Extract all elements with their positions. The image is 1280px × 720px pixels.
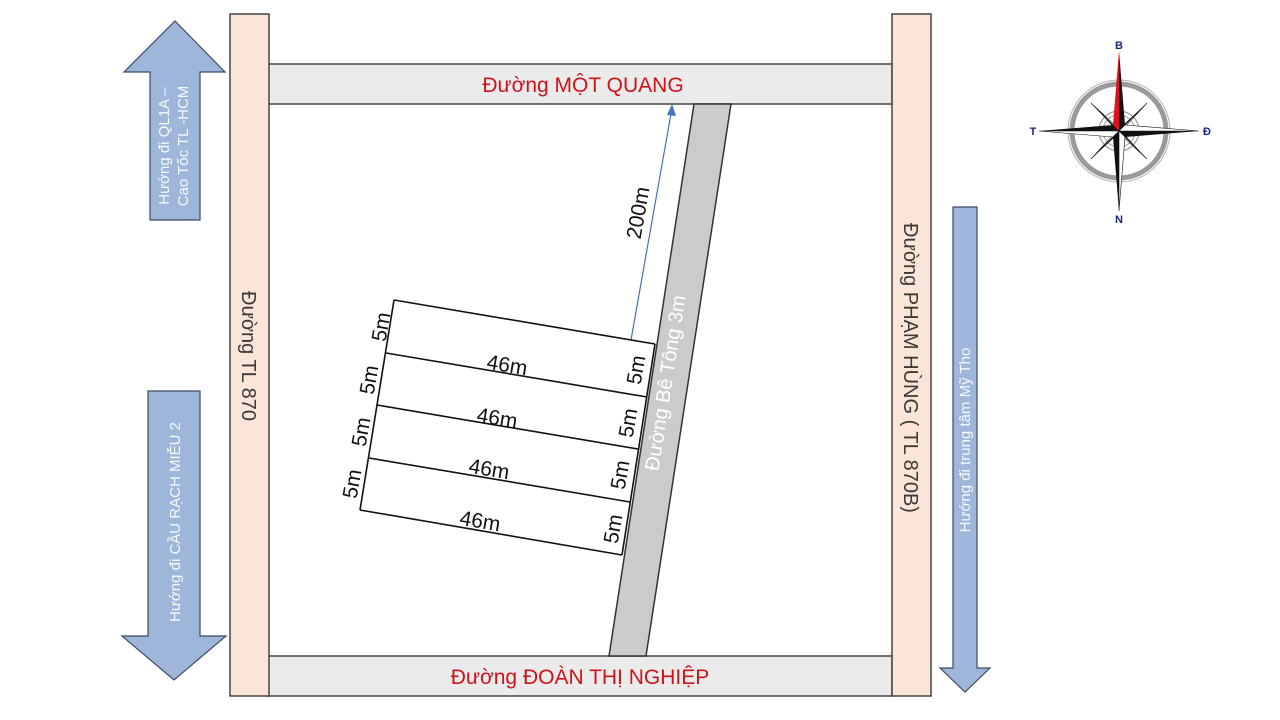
lot-1: 5m 46m 5m — [368, 311, 651, 387]
lot-2: 5m 46m 5m — [356, 364, 643, 440]
lot-3: 5m 46m 5m — [348, 416, 635, 492]
lot-3-back: 5m — [348, 416, 376, 449]
lot-1-back: 5m — [368, 311, 396, 344]
lot-1-front: 5m — [623, 354, 651, 387]
lot-3-front: 5m — [607, 459, 635, 492]
compass-label-east: Đ — [1203, 126, 1211, 138]
road-tl-870: Đường TL 870 — [229, 13, 270, 697]
compass-label-south: N — [1115, 214, 1123, 226]
lot-4-length: 46m — [458, 507, 502, 536]
compass-label-west: T — [1030, 126, 1037, 138]
lot-4-back: 5m — [339, 468, 367, 501]
direction-arrow-my-tho: Hướng đi trung tâm Mỹ Tho — [938, 206, 992, 693]
road-label-mot-quang: Đường MỘT QUANG — [482, 74, 683, 97]
arrow-up-icon — [122, 20, 227, 221]
lot-2-front: 5m — [615, 407, 643, 440]
lot-1-length: 46m — [485, 351, 529, 380]
land-lots — [359, 299, 656, 556]
road-pham-hung: Đường PHẠM HÙNG ( TL 870B) — [891, 13, 932, 697]
lot-4-front: 5m — [600, 513, 628, 546]
arrow-down-icon — [120, 390, 228, 681]
lot-2-length: 46m — [475, 404, 519, 433]
direction-label-my-tho: Hướng đi trung tâm Mỹ Tho — [957, 348, 974, 533]
direction-arrow-ql1a: Hướng đi QL1A – Cao Tốc TL -HCM — [122, 20, 227, 221]
lot-2-back: 5m — [356, 364, 384, 397]
direction-label-ql1a-line2: Cao Tốc TL -HCM — [175, 86, 192, 207]
road-label-pham-hung: Đường PHẠM HÙNG ( TL 870B) — [899, 223, 922, 513]
compass-diagonals — [1090, 102, 1148, 160]
road-label-doan-thi-nghiep: Đường ĐOÀN THỊ NGHIỆP — [451, 666, 710, 689]
direction-label-rach-mieu: Hướng đi CẦU RẠCH MIỄU 2 — [167, 422, 184, 622]
compass-rose: B N T Đ — [1030, 40, 1211, 226]
arrowhead-icon — [667, 104, 676, 116]
road-mot-quang: Đường MỘT QUANG — [267, 63, 893, 105]
road-label-tl-870: Đường TL 870 — [237, 291, 259, 421]
road-doan-thi-nghiep: Đường ĐOÀN THỊ NGHIỆP — [267, 655, 893, 697]
compass-label-north: B — [1115, 40, 1123, 52]
direction-arrow-rach-mieu: Hướng đi CẦU RẠCH MIỄU 2 — [120, 390, 228, 681]
lot-3-length: 46m — [467, 455, 511, 484]
arrow-down-icon — [938, 206, 992, 693]
direction-label-ql1a-line1: Hướng đi QL1A – — [156, 87, 173, 205]
compass-north-needle — [1113, 51, 1119, 131]
